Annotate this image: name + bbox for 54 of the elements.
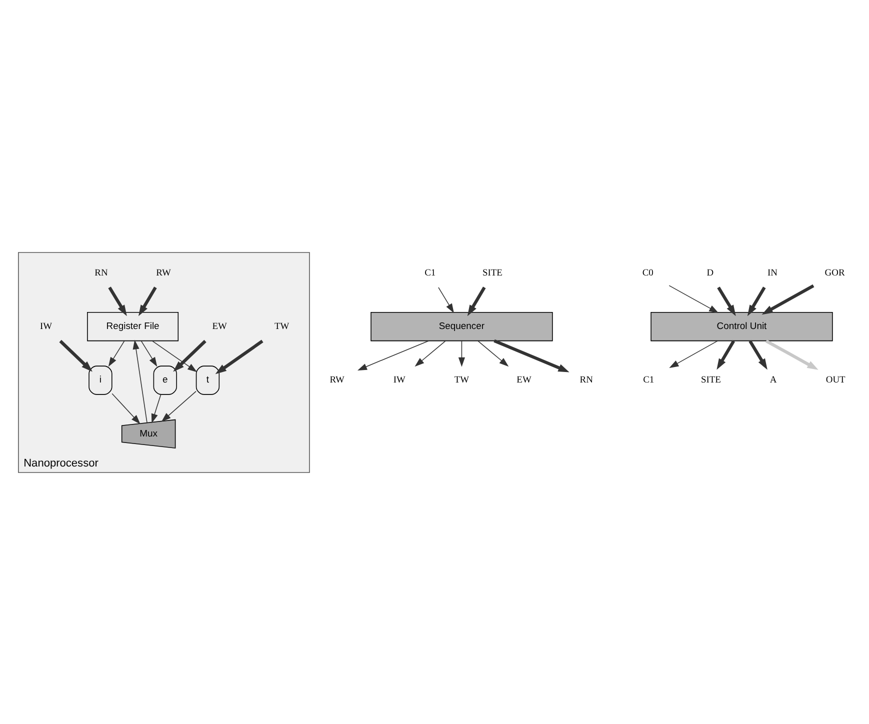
arrow — [762, 284, 814, 314]
arrow — [478, 340, 509, 366]
node-text: C1 — [424, 268, 436, 278]
arrow — [716, 340, 735, 370]
arrow — [108, 286, 127, 316]
node-text: SITE — [700, 375, 721, 386]
node-box: Sequencer — [370, 312, 553, 341]
arrow — [414, 340, 446, 366]
arrow — [494, 338, 570, 372]
node-box: Register File — [87, 312, 179, 341]
arrow — [668, 284, 719, 312]
node-text: C1 — [643, 375, 654, 386]
node-text: GOR — [824, 268, 845, 278]
node-text: EW — [212, 322, 227, 332]
node-box: e — [153, 365, 177, 394]
arrow — [140, 340, 158, 366]
node-text: IN — [768, 268, 778, 278]
node-text: D — [706, 268, 714, 278]
node-box: i — [88, 365, 112, 394]
node-box: Mux — [121, 418, 176, 448]
node-text: A — [770, 375, 777, 386]
node-text: IW — [40, 322, 52, 332]
arrow — [357, 340, 430, 370]
arrow — [151, 394, 162, 423]
arrow — [458, 340, 466, 366]
arrow — [747, 286, 766, 316]
node-text: IW — [393, 375, 406, 386]
arrow — [59, 339, 92, 372]
node-box: Control Unit — [650, 312, 833, 341]
arrow — [467, 286, 486, 316]
arrow — [138, 286, 157, 316]
arrow — [112, 392, 140, 424]
node-text: RN — [580, 375, 593, 386]
node-text: RN — [94, 268, 108, 278]
node-text: SITE — [482, 268, 502, 278]
node-text: RW — [156, 268, 171, 278]
node-text: OUT — [826, 375, 846, 386]
arrow — [765, 339, 818, 370]
arrow — [669, 340, 718, 368]
arrow — [215, 339, 264, 374]
node-text: RW — [330, 375, 344, 386]
node-box: t — [196, 365, 220, 394]
node-text: C0 — [642, 268, 654, 278]
node-text: TW — [274, 322, 290, 332]
arrow — [717, 286, 736, 316]
arrow — [108, 340, 125, 366]
arrow — [132, 339, 148, 423]
arrow — [152, 340, 198, 372]
node-text: TW — [454, 375, 470, 386]
arrow — [748, 340, 768, 370]
node-text: EW — [516, 375, 532, 386]
arrow — [161, 390, 196, 422]
arrow — [173, 339, 206, 372]
arrow — [438, 286, 454, 313]
